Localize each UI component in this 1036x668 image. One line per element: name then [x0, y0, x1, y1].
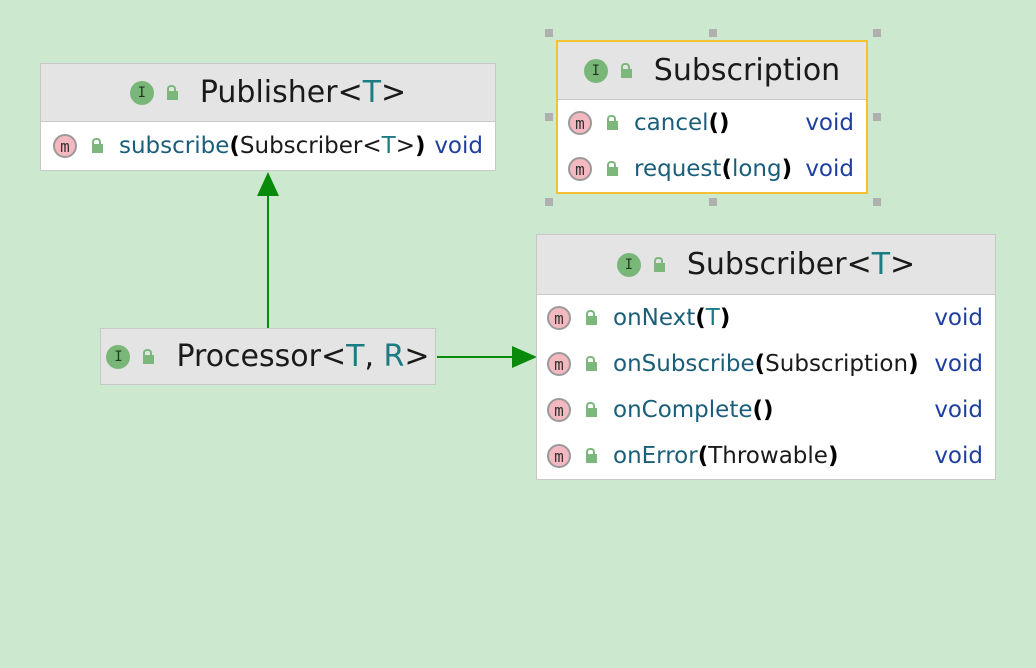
public-lock-icon [581, 310, 597, 326]
method-row-request[interactable]: m request(long) void [558, 146, 866, 192]
edge-processor-to-subscriber [437, 346, 537, 368]
public-lock-icon [162, 84, 178, 101]
method-param: long [731, 156, 782, 182]
public-lock-icon [602, 115, 618, 131]
processor-header[interactable]: I Processor<T, R> [101, 329, 435, 384]
subscription-header[interactable]: I Subscription [558, 42, 866, 100]
public-lock-icon [581, 402, 597, 418]
class-name: Processor<T, R> [176, 339, 430, 374]
method-return-type: void [805, 110, 854, 136]
method-return-type: void [934, 397, 983, 423]
processor-interface-box[interactable]: I Processor<T, R> [100, 328, 436, 385]
selection-handle-sw[interactable] [545, 198, 553, 206]
method-icon: m [547, 306, 571, 330]
public-lock-icon [581, 448, 597, 464]
selection-handle-nw[interactable] [545, 29, 553, 37]
public-lock-icon [138, 348, 155, 365]
selection-handle-e[interactable] [873, 113, 881, 121]
public-lock-icon [581, 356, 597, 372]
method-row-oncomplete[interactable]: m onComplete() void [537, 387, 995, 433]
method-icon: m [53, 134, 77, 158]
method-row-onsubscribe[interactable]: m onSubscribe(Subscription) void [537, 341, 995, 387]
arrowhead-right [512, 346, 537, 368]
method-return-type: void [934, 443, 983, 469]
interface-icon: I [616, 252, 641, 277]
method-icon: m [568, 157, 592, 181]
method-icon: m [547, 398, 571, 422]
interface-icon: I [583, 58, 608, 83]
method-icon: m [568, 111, 592, 135]
selection-handle-se[interactable] [873, 198, 881, 206]
public-lock-icon [87, 138, 103, 154]
method-name: onError [613, 443, 698, 469]
publisher-header[interactable]: I Publisher<T> [41, 64, 495, 122]
subscriber-interface-box[interactable]: I Subscriber<T> m onNext(T) void m onSub… [536, 234, 996, 480]
method-row-onnext[interactable]: m onNext(T) void [537, 295, 995, 341]
method-name: subscribe [119, 133, 230, 159]
method-param: Subscriber [239, 133, 363, 159]
method-name: onComplete [613, 397, 753, 423]
class-name: Publisher<T> [199, 75, 407, 110]
selection-handle-w[interactable] [545, 113, 553, 121]
subscriber-header[interactable]: I Subscriber<T> [537, 235, 995, 295]
method-name: onSubscribe [613, 351, 755, 377]
subscription-interface-box[interactable]: I Subscription m cancel() void m request… [556, 40, 868, 194]
class-name: Subscriber<T> [686, 247, 916, 282]
method-row-cancel[interactable]: m cancel() void [558, 100, 866, 146]
class-name: Subscription [653, 53, 841, 88]
method-param: Subscription [765, 351, 909, 377]
arrowhead-up [257, 172, 279, 196]
selection-handle-n[interactable] [709, 29, 717, 37]
method-return-type: void [934, 351, 983, 377]
edge-processor-to-publisher [257, 172, 279, 328]
method-row-onerror[interactable]: m onError(Throwable) void [537, 433, 995, 479]
method-row-subscribe[interactable]: m subscribe(Subscriber<T>) void [41, 122, 495, 170]
method-icon: m [547, 444, 571, 468]
publisher-interface-box[interactable]: I Publisher<T> m subscribe(Subscriber<T>… [40, 63, 496, 171]
method-return-type: void [434, 133, 483, 159]
interface-icon: I [129, 80, 154, 105]
method-return-type: void [805, 156, 854, 182]
method-param: Throwable [708, 443, 828, 469]
method-name: request [634, 156, 722, 182]
method-icon: m [547, 352, 571, 376]
method-name: cancel [634, 110, 709, 136]
selection-handle-ne[interactable] [873, 29, 881, 37]
selection-handle-s[interactable] [709, 198, 717, 206]
public-lock-icon [616, 62, 632, 79]
interface-icon: I [106, 344, 131, 369]
method-return-type: void [934, 305, 983, 331]
public-lock-icon [649, 256, 665, 273]
public-lock-icon [602, 161, 618, 177]
method-name: onNext [613, 305, 696, 331]
method-param: T [705, 305, 720, 331]
